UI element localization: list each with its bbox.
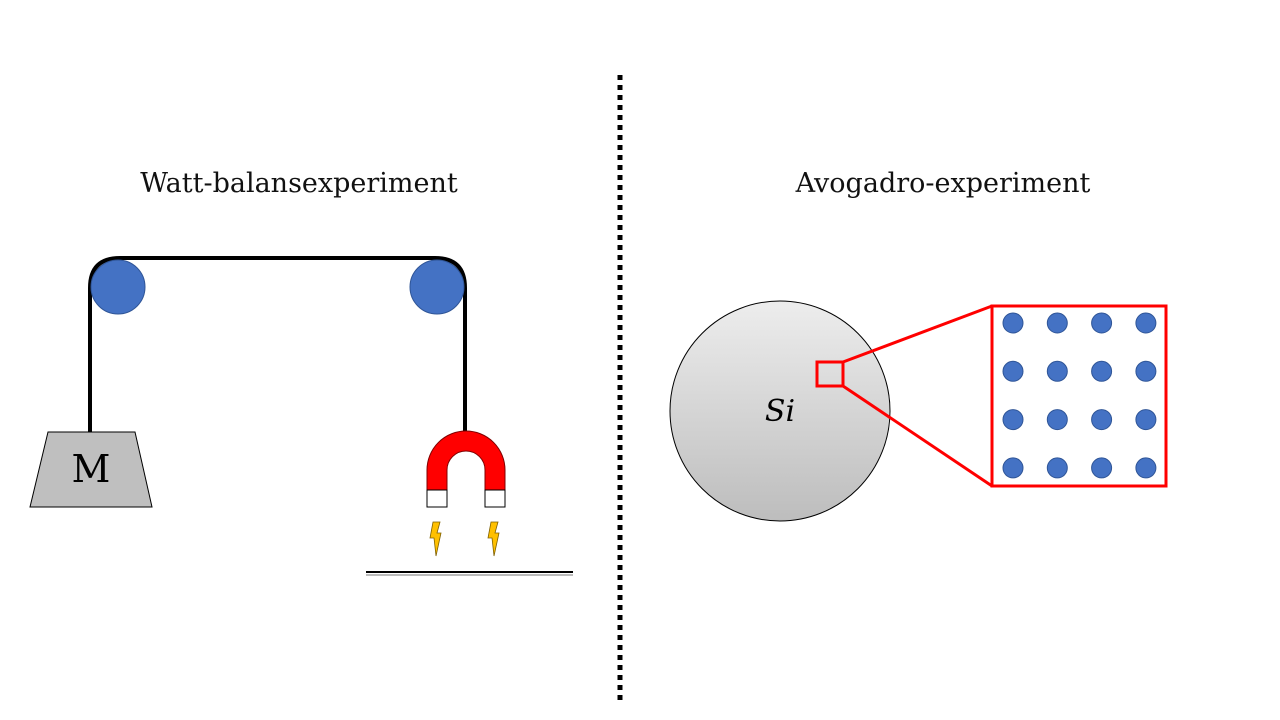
zoom-connector-top <box>842 304 993 364</box>
magnet-pole-left <box>426 489 448 508</box>
avogadro-diagram: Si <box>669 300 1168 522</box>
silicon-atom <box>1091 409 1113 431</box>
zoom-frame <box>990 304 1168 488</box>
mass-label: M <box>72 447 111 491</box>
zoom-connector-bottom <box>842 384 993 488</box>
silicon-atom <box>1091 312 1113 334</box>
horseshoe-magnet <box>426 430 506 491</box>
lightning-icon <box>429 521 442 557</box>
silicon-sphere <box>669 300 891 522</box>
silicon-atom <box>1046 409 1068 431</box>
avogadro-title: Avogadro-experiment <box>795 168 1091 199</box>
pulley-right <box>409 259 465 315</box>
silicon-atom <box>1091 360 1113 382</box>
silicon-atom <box>1002 360 1024 382</box>
magnet-pole-right <box>484 489 506 508</box>
silicon-atom <box>1046 360 1068 382</box>
silicon-atom <box>1046 312 1068 334</box>
silicon-atom <box>1002 312 1024 334</box>
zoom-selection-box <box>815 360 845 388</box>
pulley-left <box>90 259 146 315</box>
silicon-atom <box>1135 409 1157 431</box>
silicon-atom <box>1135 312 1157 334</box>
watt-balance-diagram: M <box>29 256 573 576</box>
silicon-atom <box>1135 360 1157 382</box>
mass-block <box>29 431 153 508</box>
silicon-atom <box>1002 457 1024 479</box>
atom-lattice <box>1002 312 1157 479</box>
silicon-atom <box>1091 457 1113 479</box>
watt-balance-title: Watt-balansexperiment <box>140 168 458 199</box>
silicon-atom <box>1046 457 1068 479</box>
silicon-sphere-label: Si <box>765 394 795 429</box>
lightning-icon <box>487 521 500 557</box>
silicon-atom <box>1135 457 1157 479</box>
silicon-atom <box>1002 409 1024 431</box>
rope <box>88 256 467 432</box>
